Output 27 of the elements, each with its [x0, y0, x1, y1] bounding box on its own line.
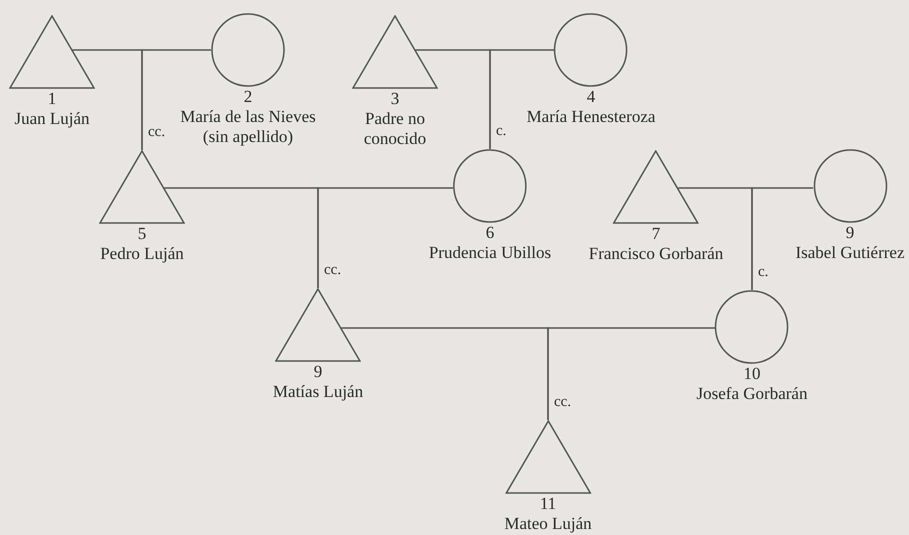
person-number: 10 [744, 364, 760, 384]
person-number: 5 [138, 224, 146, 244]
kinship-line [141, 49, 211, 150]
person-name: Pedro Luján [100, 244, 184, 264]
person-name: Mateo Luján [504, 514, 592, 534]
person-name: Matías Luján [272, 382, 364, 402]
person-number: 9 [314, 362, 322, 382]
kinship-line [317, 187, 454, 288]
person-name: Juan Luján [14, 109, 90, 129]
person-name: Isabel Gutiérrez [795, 243, 905, 263]
person-number: 4 [586, 87, 596, 107]
person-number: 1 [48, 89, 56, 109]
kinship-line [547, 327, 715, 420]
person-number: 2 [244, 87, 252, 107]
person-name: Padre no conocido [362, 109, 428, 149]
person-name: Prudencia Ubillos [428, 243, 552, 263]
person-number: 9 [846, 223, 854, 243]
person-name: Francisco Gorbarán [588, 244, 724, 264]
person-number: 11 [540, 494, 556, 514]
person-number: 6 [486, 223, 494, 243]
kinship-line [489, 49, 554, 149]
person-name: María Henesteroza [526, 107, 656, 127]
kinship-line [751, 187, 814, 290]
person-name: Josefa Gorbarán [696, 384, 808, 404]
person-number: 7 [652, 224, 660, 244]
person-number: 3 [390, 89, 400, 109]
person-name: María de las Nieves (sin apellido) [179, 107, 317, 147]
